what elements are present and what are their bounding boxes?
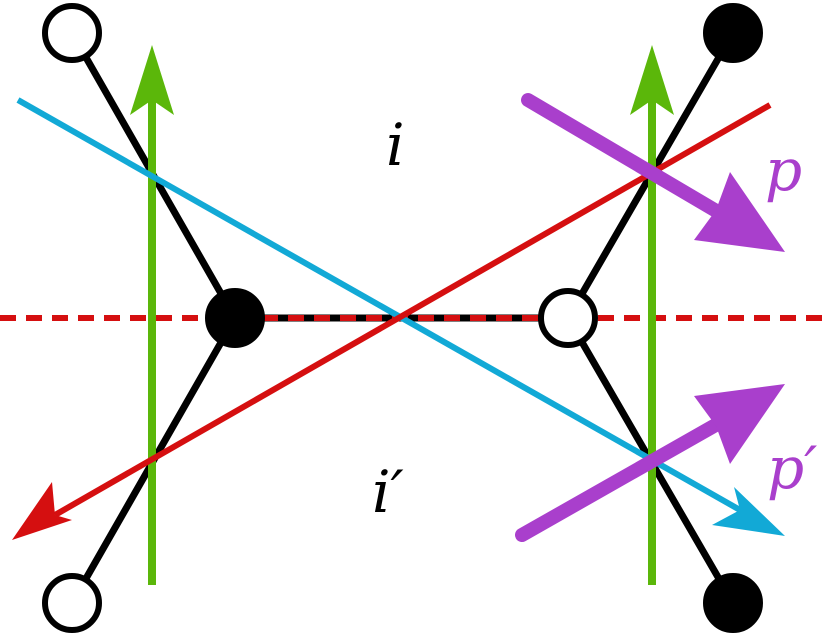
label-p: p	[765, 136, 802, 204]
blue-arrow	[16, 97, 785, 536]
label-p-prime: p′	[767, 434, 817, 502]
purple-arrow-upper-head	[694, 172, 785, 252]
node-open-bottom-left	[42, 573, 102, 633]
purple-arrow-upper-shaft	[521, 93, 742, 229]
purple-arrow-lower-shaft	[515, 407, 742, 542]
blue-arrow-shaft	[16, 97, 742, 513]
node-open-top-left	[42, 3, 102, 63]
node-filled-top-right	[703, 3, 763, 63]
purple-arrow-lower-head	[694, 384, 785, 464]
purple-arrows	[515, 93, 785, 542]
graph-nodes	[42, 3, 763, 633]
red-arrow-head	[12, 482, 72, 540]
label-i: i	[386, 111, 405, 179]
node-open-center-right	[538, 288, 598, 348]
label-i-prime: i′	[372, 458, 404, 526]
blue-arrow-head	[712, 487, 785, 536]
node-filled-bottom-right	[703, 573, 763, 633]
green-arrow-right-head	[630, 45, 674, 115]
green-arrow-left-head	[130, 45, 174, 115]
node-filled-center-left	[205, 288, 265, 348]
